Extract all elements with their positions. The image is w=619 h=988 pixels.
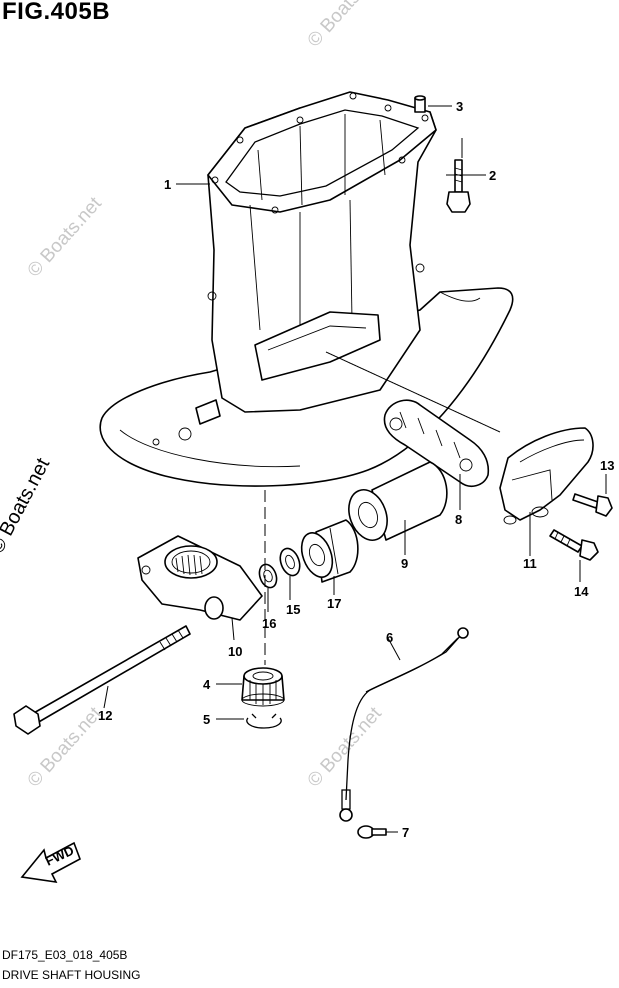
callout-13: 13 [600,458,614,473]
mount-rubber-part-9 [348,461,448,541]
washer-part-15 [279,547,301,577]
callout-3: 3 [456,99,463,114]
mount-bracket-part-10 [137,535,263,621]
washer-part-16 [258,563,278,589]
bushing-part-17 [300,519,359,583]
gear-part-4 [241,667,285,707]
callout-16: 16 [262,616,276,631]
callout-11: 11 [523,556,537,571]
leader-lines [103,105,607,833]
bolt-part-14 [549,529,599,561]
dowel-pin-part-3 [414,95,426,113]
callout-14: 14 [574,584,589,599]
drawing-title: DRIVE SHAFT HOUSING [2,968,141,982]
callout-5: 5 [203,712,210,727]
screw-part-7 [357,825,387,839]
callout-labels: 1 2 3 4 5 6 7 8 9 10 11 12 13 14 15 16 1… [98,99,614,840]
long-bolt-part-12 [13,625,191,735]
callout-9: 9 [401,556,408,571]
ground-wire-part-6 [339,627,469,822]
mount-cover-part-11 [499,427,594,525]
callout-10: 10 [228,644,242,659]
callout-7: 7 [402,825,409,840]
drawing-code: DF175_E03_018_405B [2,948,128,962]
bolt-part-2 [446,159,471,213]
fwd-arrow-icon: FWD [20,841,81,884]
callout-12: 12 [98,708,112,723]
callout-2: 2 [489,168,496,183]
callout-4: 4 [203,677,211,692]
callout-17: 17 [327,596,341,611]
rubber-mount-part-8 [383,399,490,487]
callout-15: 15 [286,602,300,617]
callout-1: 1 [164,177,171,192]
callout-6: 6 [386,630,393,645]
callout-8: 8 [455,512,462,527]
bolt-part-13 [572,493,613,517]
circlip-part-5 [246,713,282,729]
figure-title: FIG.405B [2,0,111,25]
